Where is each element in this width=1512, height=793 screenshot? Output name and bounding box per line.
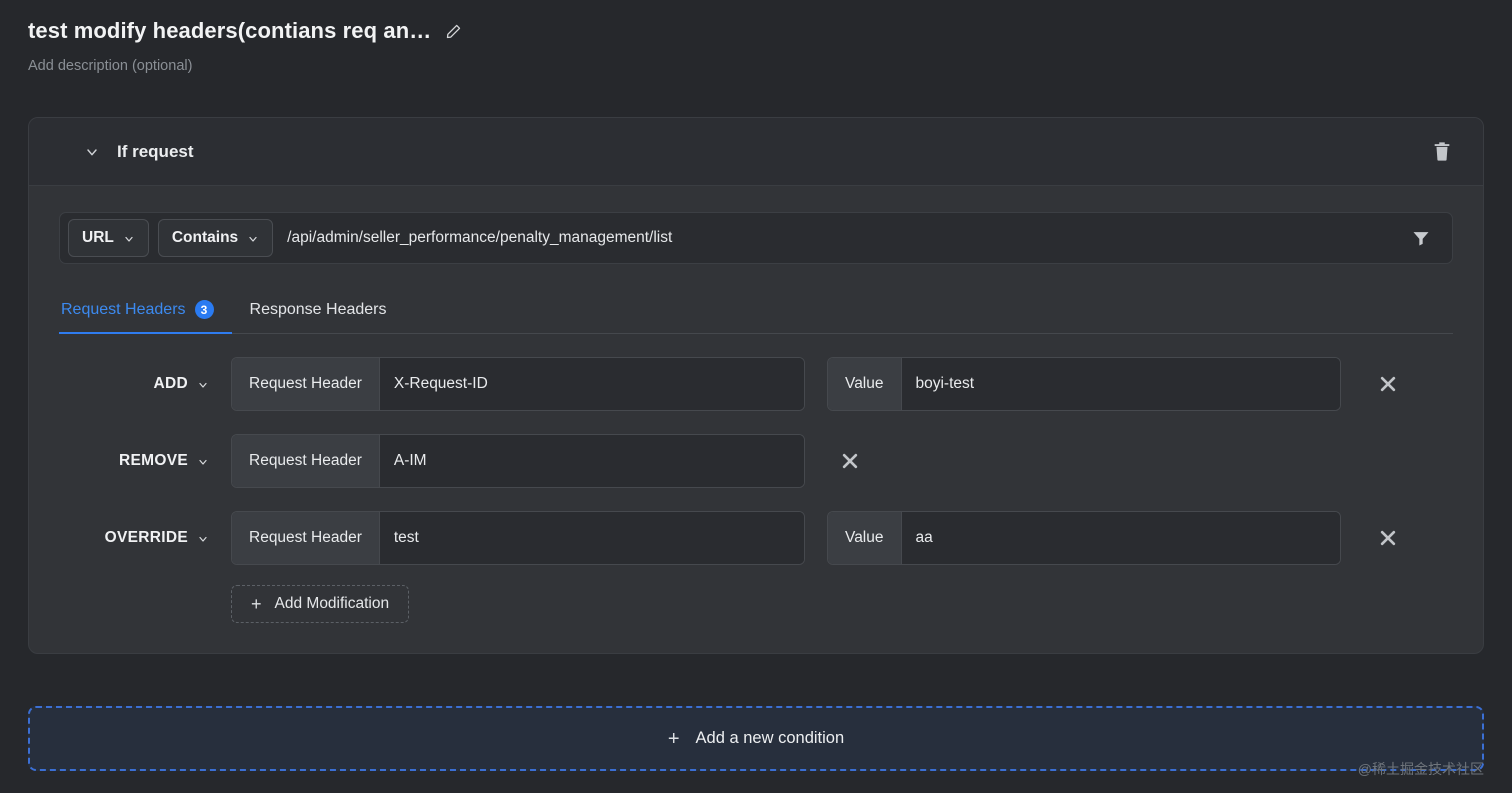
header-name-input[interactable]	[379, 358, 804, 410]
header-name-prefix-label: Request Header	[232, 358, 380, 410]
chevron-down-icon	[247, 232, 259, 244]
chevron-down-icon[interactable]	[83, 143, 101, 161]
header-value-prefix-label: Value	[828, 358, 902, 410]
description-placeholder[interactable]: Add description (optional)	[28, 58, 193, 74]
header-name-prefix-label: Request Header	[232, 435, 380, 487]
tab-response-headers[interactable]: Response Headers	[232, 301, 405, 333]
match-target-select[interactable]: URL	[68, 219, 149, 257]
match-value-input[interactable]	[287, 219, 1402, 257]
chevron-down-icon	[197, 378, 209, 390]
trash-icon[interactable]	[1431, 140, 1453, 164]
tab-request-headers[interactable]: Request Headers 3	[59, 300, 232, 334]
status-badge: 3	[194, 300, 214, 319]
title-row: test modify headers(contians req an…	[28, 16, 1512, 46]
modification-action-select[interactable]: OVERRIDE	[59, 529, 231, 547]
header-value-field-group: Value	[827, 511, 1341, 565]
match-operator-label: Contains	[171, 229, 239, 246]
close-icon[interactable]	[837, 448, 863, 474]
tab-request-headers-label: Request Headers	[61, 300, 186, 318]
modification-action-select[interactable]: REMOVE	[59, 452, 231, 470]
header-value-input[interactable]	[901, 358, 1340, 410]
add-condition-label: Add a new condition	[695, 729, 845, 747]
modification-action-label: REMOVE	[119, 452, 188, 469]
plus-icon: +	[251, 594, 262, 614]
add-condition-button[interactable]: + Add a new condition	[28, 706, 1484, 771]
chevron-down-icon	[197, 455, 209, 467]
condition-card: If request URL Contai	[28, 117, 1484, 654]
header-value-prefix-label: Value	[828, 512, 902, 564]
pencil-icon[interactable]	[443, 21, 463, 41]
condition-match-row: URL Contains	[59, 212, 1453, 264]
close-icon[interactable]	[1375, 371, 1401, 397]
modification-action-select[interactable]: ADD	[59, 375, 231, 393]
filter-icon[interactable]	[1402, 219, 1440, 257]
header-name-field-group: Request Header	[231, 511, 805, 565]
modification-action-label: ADD	[153, 375, 188, 392]
modification-list: ADD Request Header Value	[59, 356, 1453, 623]
header-name-prefix-label: Request Header	[232, 512, 380, 564]
match-target-label: URL	[82, 229, 114, 246]
chevron-down-icon	[197, 532, 209, 544]
header-name-input[interactable]	[379, 435, 804, 487]
match-operator-select[interactable]: Contains	[157, 219, 274, 257]
condition-card-header: If request	[29, 118, 1483, 186]
header-type-tabs: Request Headers 3 Response Headers	[59, 300, 1453, 334]
page-title: test modify headers(contians req an…	[28, 18, 432, 43]
condition-card-body: URL Contains	[29, 186, 1483, 653]
tab-response-headers-label: Response Headers	[249, 301, 387, 318]
add-modification-wrap: + Add Modification	[59, 585, 1453, 623]
header-value-input[interactable]	[901, 512, 1340, 564]
plus-icon: +	[667, 727, 680, 750]
chevron-down-icon	[123, 232, 135, 244]
header-name-input[interactable]	[379, 512, 804, 564]
add-modification-button[interactable]: + Add Modification	[231, 585, 410, 623]
header-name-field-group: Request Header	[231, 434, 805, 488]
header-name-field-group: Request Header	[231, 357, 805, 411]
add-modification-label: Add Modification	[274, 595, 390, 612]
condition-card-title: If request	[117, 141, 194, 161]
header-value-field-group: Value	[827, 357, 1341, 411]
modification-action-label: OVERRIDE	[104, 529, 188, 546]
modification-row: REMOVE Request Header	[59, 433, 1453, 489]
modification-row: OVERRIDE Request Header Value	[59, 510, 1453, 566]
rule-title-block: test modify headers(contians req an… Add…	[0, 0, 1512, 76]
modification-row: ADD Request Header Value	[59, 356, 1453, 412]
close-icon[interactable]	[1375, 525, 1401, 551]
